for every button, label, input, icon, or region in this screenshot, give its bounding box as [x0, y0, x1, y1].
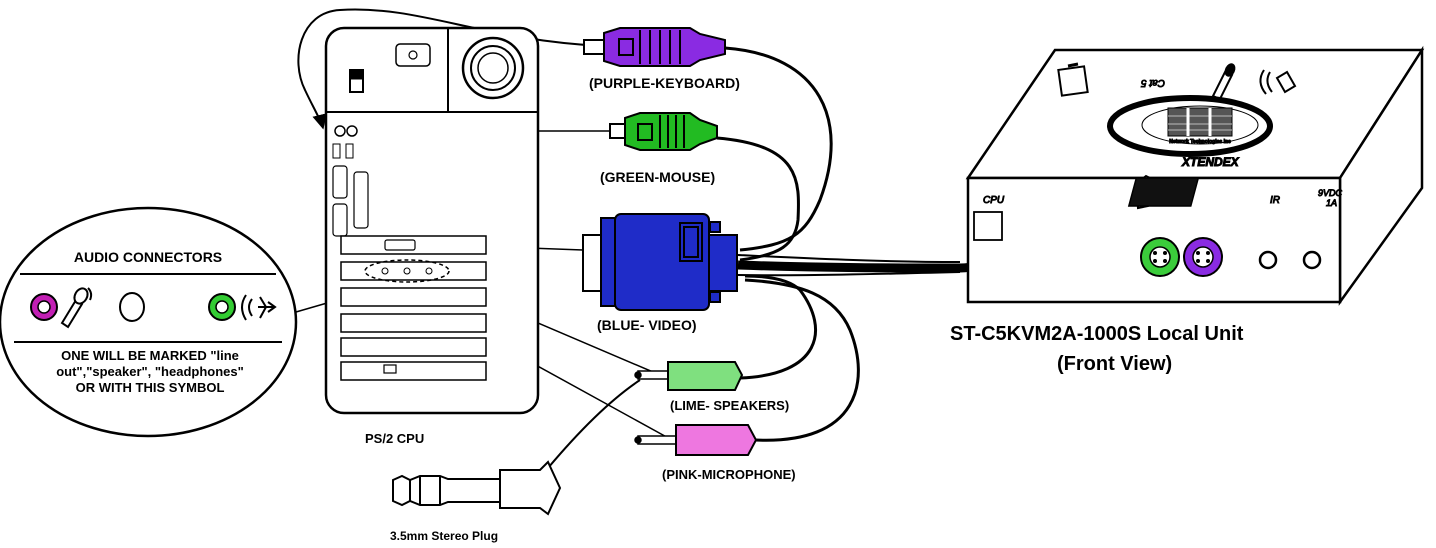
cpu-tower [324, 26, 540, 415]
keyboard-cable [724, 46, 833, 252]
keyboard-loop-arrow [312, 113, 328, 130]
cpu-label: PS/2 CPU [365, 431, 424, 446]
ps2-port-1 [334, 125, 346, 137]
logo-text: Network Technologies Inc [1169, 139, 1231, 145]
network-jack-icon [383, 364, 397, 374]
cables [297, 8, 995, 469]
mouse-label: (GREEN-MOUSE) [600, 169, 715, 185]
audio-note-line2: out","speaker", "headphones" [56, 364, 244, 379]
video-connector [582, 213, 738, 311]
serial-port [332, 165, 348, 199]
audio-connectors-callout: AUDIO CONNECTORS ONE WILL BE MARKED "lin… [0, 206, 298, 438]
keyboard-plug [603, 27, 726, 67]
ps2-port-2 [346, 125, 358, 137]
mouse-port-front [1140, 237, 1180, 277]
ir-jack [1258, 250, 1278, 270]
unit-title-line2: (Front View) [1057, 353, 1172, 375]
microphone-label: (PINK-MICROPHONE) [662, 467, 796, 482]
power-label-line1: 9VDC [1318, 188, 1343, 198]
keyboard-port-top-icon [1127, 177, 1200, 207]
audio-jacks-highlight [364, 259, 450, 283]
video-label: (BLUE- VIDEO) [597, 317, 697, 333]
audio-note-line3: OR WITH THIS SYMBOL [76, 380, 225, 395]
mouse-connector [609, 112, 718, 151]
power-jack [1302, 250, 1322, 270]
nti-logo [1107, 95, 1273, 157]
serial-port-2 [332, 203, 348, 237]
cpu-port-label: CPU [983, 195, 1005, 206]
keyboard-label: (PURPLE-KEYBOARD) [589, 75, 740, 91]
stereo-plug-lead [547, 379, 641, 469]
keyboard-connector [583, 27, 726, 67]
audio-title: AUDIO CONNECTORS [74, 249, 222, 265]
microphone-icon-unit [1211, 63, 1236, 101]
local-unit: Cat 5 Network Technologies Inc XTENDEX [965, 45, 1425, 306]
power-label-line2: 1A [1326, 198, 1337, 208]
speaker-icon-unit [1259, 69, 1297, 95]
cat5-label: Cat 5 [1141, 77, 1165, 88]
audio-note-line1: ONE WILL BE MARKED "line [61, 348, 239, 363]
microphone-connector [634, 424, 758, 456]
monitor-icon [1057, 62, 1089, 97]
stereo-plug [392, 460, 562, 516]
stereo-plug-label: 3.5mm Stereo Plug [390, 529, 498, 543]
speaker-cable [739, 274, 817, 380]
fan-icon [461, 36, 525, 100]
mouse-cable [716, 136, 800, 262]
line-in-jack [119, 292, 145, 322]
speaker-out-icon [241, 294, 277, 321]
slot-audio [340, 261, 487, 281]
parallel-port [353, 171, 369, 229]
speaker-connector [634, 361, 744, 391]
cpu-port [973, 211, 1003, 241]
vga-port [384, 239, 416, 251]
speakers-label: (LIME- SPEAKERS) [670, 398, 789, 413]
keyboard-port-front [1183, 237, 1223, 277]
microphone-cable [744, 278, 860, 442]
ir-top-label: IR [1270, 195, 1280, 206]
unit-title-line1: ST-C5KVM2A-1000S Local Unit [950, 323, 1244, 345]
xtendex-brand: XTENDEX [1181, 155, 1240, 169]
microphone-icon [60, 287, 93, 329]
